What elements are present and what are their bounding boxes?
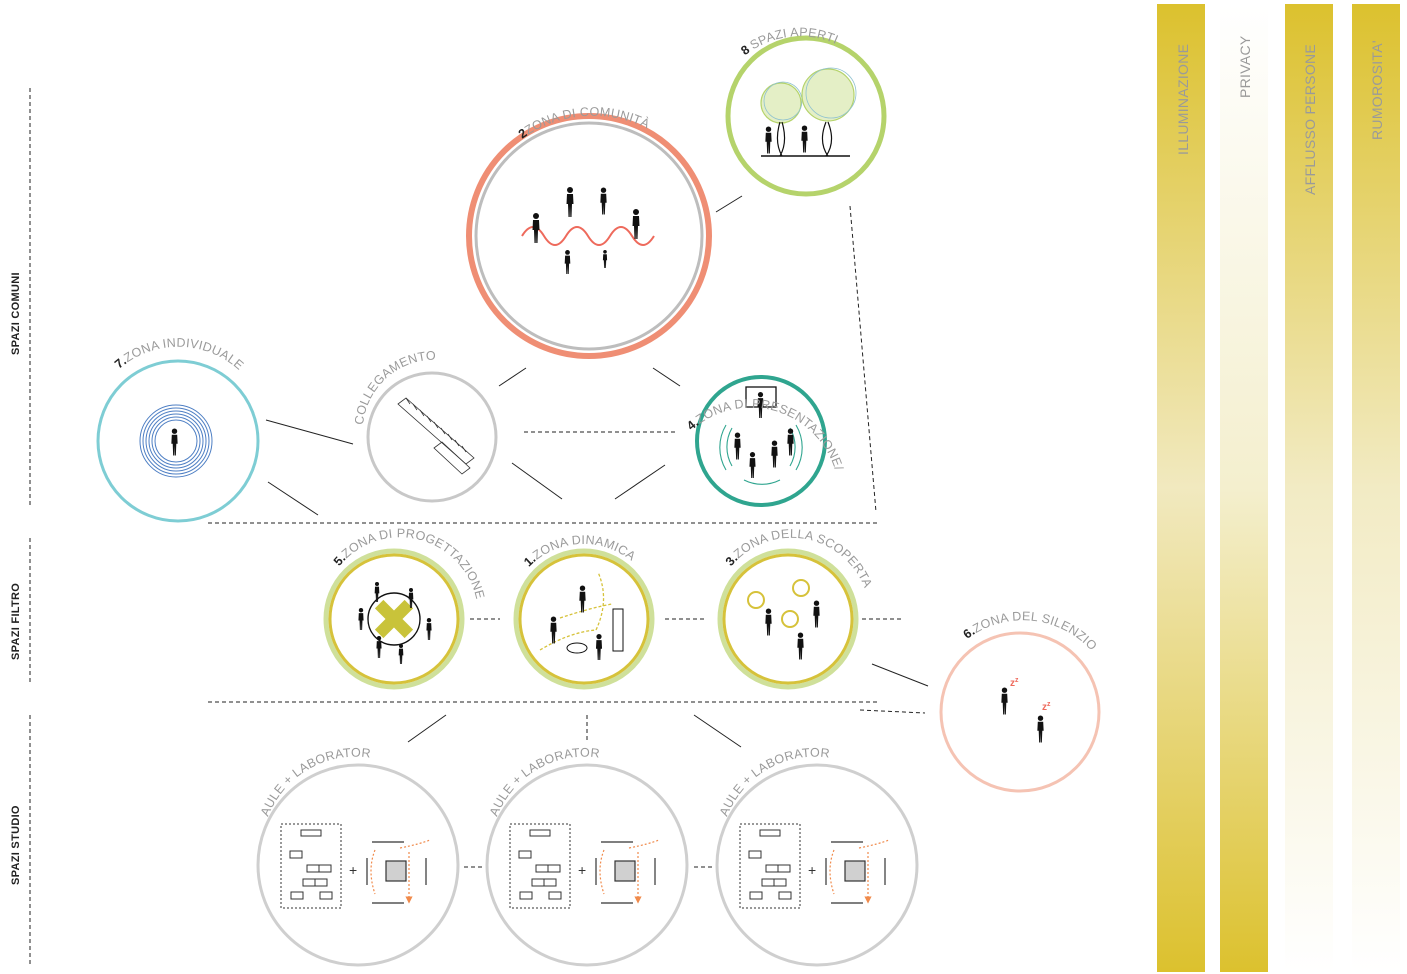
zona-presentazione: 4.ZONA DI PRESENTAZIONE/PROIEZIONE bbox=[0, 0, 846, 507]
zona-dinamica-label: ZONA DINAMICA bbox=[530, 533, 638, 564]
speech-bubble-icon bbox=[747, 579, 810, 628]
bar-rumorosita bbox=[1352, 4, 1400, 972]
board-icon bbox=[612, 608, 624, 652]
zona-silenzio-label: ZONA DEL SILENZIO bbox=[970, 609, 1099, 653]
focus-rings-icon bbox=[139, 404, 213, 478]
lab-plan-icon bbox=[366, 839, 431, 903]
ball-icon bbox=[566, 642, 588, 654]
zona-silenzio: zz zz 6.ZONA DEL SILENZIO bbox=[939, 609, 1101, 793]
spazi-aperti-number: 8 bbox=[738, 43, 752, 58]
zona-individuale-label: ZONA INDIVIDUALE bbox=[121, 336, 246, 373]
section-label-studio: SPAZI STUDIO bbox=[10, 805, 22, 885]
bar-illuminazione bbox=[1157, 4, 1205, 972]
spazi-aperti: 8SPAZI APERTI bbox=[725, 25, 887, 197]
criteria-bars: ILLUMINAZIONE PRIVACY AFFLUSSO PERSONE R… bbox=[1157, 4, 1400, 972]
svg-text:7.ZONA INDIVIDUALE: 7.ZONA INDIVIDUALE bbox=[112, 336, 246, 373]
zona-comunita: 2ZONA DI COMUNITÀ bbox=[466, 105, 712, 359]
classroom-plan-icon bbox=[280, 823, 342, 909]
zona-individuale: 7.ZONA INDIVIDUALE bbox=[96, 336, 260, 523]
tree-icon bbox=[801, 68, 855, 122]
bar-afflusso-persone bbox=[1285, 4, 1333, 972]
bar-privacy bbox=[1220, 4, 1268, 972]
spazi-aperti-label: SPAZI APERTI bbox=[748, 25, 841, 52]
section-label-filtro: SPAZI FILTRO bbox=[10, 583, 22, 660]
plus-sign: + bbox=[808, 862, 816, 878]
cross-icon bbox=[374, 599, 414, 639]
svg-text:6.ZONA DEL SILENZIO: 6.ZONA DEL SILENZIO bbox=[961, 609, 1100, 653]
tree-icon bbox=[760, 82, 802, 124]
wave-icon bbox=[521, 226, 655, 246]
plus-sign: + bbox=[349, 862, 357, 878]
connections bbox=[265, 195, 929, 868]
zona-dinamica: 1.ZONA DINAMICA bbox=[513, 533, 655, 690]
sleep-icon: zz bbox=[1010, 677, 1019, 689]
classroom-plan-icon bbox=[509, 823, 571, 909]
section-label-comuni: SPAZI COMUNI bbox=[10, 272, 22, 355]
stairs-icon bbox=[397, 397, 475, 475]
lab-plan-icon bbox=[595, 839, 660, 903]
collegamento: COLLEGAMENTO bbox=[352, 348, 498, 503]
bar-label-privacy: PRIVACY bbox=[1237, 35, 1253, 98]
classroom-plan-icon bbox=[739, 823, 801, 909]
zona-presentazione-label: ZONA DI PRESENTAZIONE/PROIEZIONE bbox=[0, 0, 846, 472]
zona-scoperta: 3.ZONA DELLA SCOPERTA bbox=[717, 527, 875, 690]
lab-plan-icon bbox=[825, 839, 890, 903]
bar-label-rumorosita: RUMOROSITA' bbox=[1369, 40, 1385, 140]
sleep-icon: zz bbox=[1042, 701, 1051, 713]
bar-label-illuminazione: ILLUMINAZIONE bbox=[1175, 44, 1191, 155]
bar-label-afflusso-persone: AFFLUSSO PERSONE bbox=[1302, 44, 1318, 195]
zona-progettazione: 5.ZONA DI PROGETTAZIONE bbox=[323, 526, 487, 690]
plus-sign: + bbox=[578, 862, 586, 878]
svg-text:4.ZONA DI PRESENTAZIONE/PROIEZ: 4.ZONA DI PRESENTAZIONE/PROIEZIONE bbox=[0, 0, 846, 472]
